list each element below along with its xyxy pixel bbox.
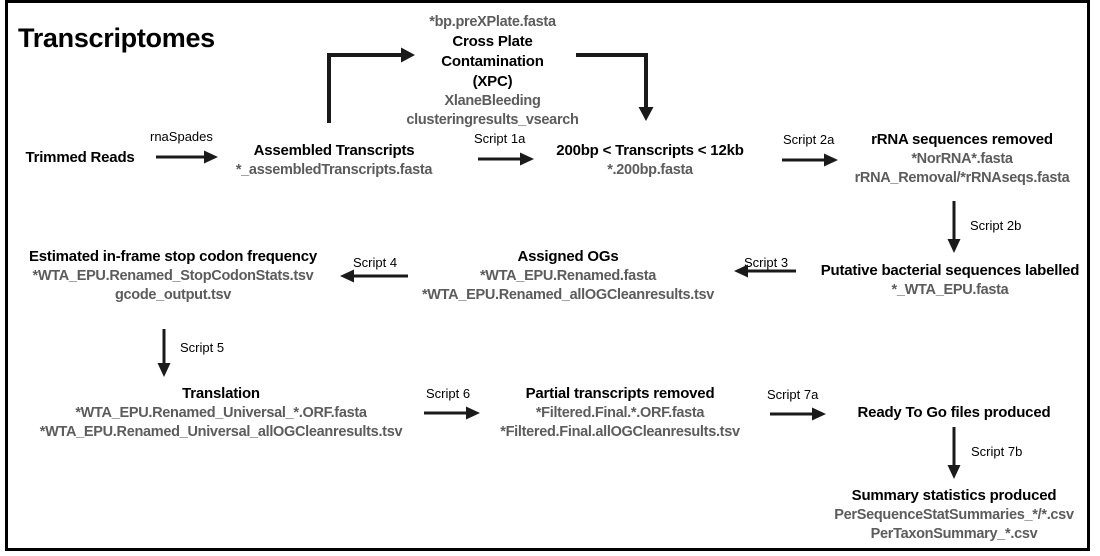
node-title-stop-codon-frequency: Estimated in-frame stop codon frequency xyxy=(28,248,318,265)
node-file-assembled-transcripts-0: *_assembledTranscripts.fasta xyxy=(235,161,433,178)
node-title-xpc-line-1: Contamination xyxy=(441,52,544,70)
node-file-assigned-ogs-0: *WTA_EPU.Renamed.fasta xyxy=(479,267,657,284)
edge-label-script-7a: Script 7a xyxy=(767,387,819,402)
node-file-transcript-size-filter-0: *.200bp.fasta xyxy=(607,161,693,178)
edge-label-script-4: Script 4 xyxy=(353,255,398,270)
arrow-script-7a xyxy=(770,406,828,422)
node-file-bacterial-labelled-0: *_WTA_EPU.fasta xyxy=(891,281,1009,298)
edge-label-script-6: Script 6 xyxy=(426,386,471,401)
arrow-script-7b xyxy=(946,427,962,481)
connector-xpc-to-size-filter xyxy=(574,47,664,125)
node-bacterial-labelled: Putative bacterial sequences labelled *_… xyxy=(810,261,1090,300)
node-summary-statistics: Summary statistics produced PerSequenceS… xyxy=(808,486,1100,544)
node-file-stop-codon-frequency-1: gcode_output.tsv xyxy=(114,286,232,303)
node-file-xpc-1: clusteringresults_vsearch xyxy=(406,111,579,128)
edge-label-rnaspades: rnaSpades xyxy=(150,129,213,144)
node-transcript-size-filter: 200bp < Transcripts < 12kb *.200bp.fasta xyxy=(532,141,768,180)
node-file-partial-transcripts-removed-1: *Filtered.Final.allOGCleanresults.tsv xyxy=(500,423,740,440)
connector-assembled-to-xpc xyxy=(323,45,418,125)
node-file-translation-1: *WTA_EPU.Renamed_Universal_allOGCleanres… xyxy=(39,423,403,440)
node-title-ready-to-go: Ready To Go files produced xyxy=(857,404,1051,421)
arrow-script-4 xyxy=(340,268,408,284)
node-title-assigned-ogs: Assigned OGs xyxy=(517,248,619,265)
node-rrna-removed: rRNA sequences removed *NorRNA*.fasta rR… xyxy=(838,130,1086,188)
node-trimmed-reads: Trimmed Reads xyxy=(12,148,148,168)
edge-label-script-5: Script 5 xyxy=(180,340,225,355)
node-file-xpc-above-0: *bp.preXPlate.fasta xyxy=(429,14,556,30)
edge-label-script-3: Script 3 xyxy=(744,255,789,270)
page-title: Transcriptomes xyxy=(18,23,215,53)
node-file-xpc-0: XlaneBleeding xyxy=(444,92,541,109)
node-partial-transcripts-removed: Partial transcripts removed *Filtered.Fi… xyxy=(474,384,766,442)
edge-label-script-2a: Script 2a xyxy=(783,132,835,147)
node-file-translation-0: *WTA_EPU.Renamed_Universal_*.ORF.fasta xyxy=(75,404,367,421)
node-file-summary-statistics-0: PerSequenceStatSummaries_*/*.csv xyxy=(834,506,1074,523)
node-file-assigned-ogs-1: *WTA_EPU.Renamed_allOGCleanresults.tsv xyxy=(421,286,715,303)
node-title-xpc-line-2: (XPC) xyxy=(472,72,513,90)
node-file-stop-codon-frequency-0: *WTA_EPU.Renamed_StopCodonStats.tsv xyxy=(32,267,314,284)
node-title-partial-transcripts-removed: Partial transcripts removed xyxy=(525,385,715,402)
node-title-trimmed-reads: Trimmed Reads xyxy=(25,149,135,166)
node-title-assembled-transcripts: Assembled Transcripts xyxy=(253,142,415,159)
edge-label-script-2b: Script 2b xyxy=(970,218,1022,233)
node-file-rrna-removed-1: rRNA_Removal/*rRNAseqs.fasta xyxy=(854,169,1070,186)
arrow-script-3 xyxy=(734,263,796,279)
node-title-translation: Translation xyxy=(182,385,260,402)
node-title-rrna-removed: rRNA sequences removed xyxy=(871,131,1053,148)
node-file-summary-statistics-1: PerTaxonSummary_*.csv xyxy=(870,525,1038,542)
node-stop-codon-frequency: Estimated in-frame stop codon frequency … xyxy=(12,247,334,305)
node-title-transcript-size-filter: 200bp < Transcripts < 12kb xyxy=(556,142,744,159)
node-assigned-ogs: Assigned OGs *WTA_EPU.Renamed.fasta *WTA… xyxy=(408,247,728,305)
node-translation: Translation *WTA_EPU.Renamed_Universal_*… xyxy=(12,384,430,442)
arrow-script-5 xyxy=(156,329,172,379)
arrow-script-1a xyxy=(478,151,536,167)
edge-label-script-1a: Script 1a xyxy=(474,131,526,146)
arrow-script-2b xyxy=(946,201,962,255)
node-assembled-transcripts: Assembled Transcripts *_assembledTranscr… xyxy=(198,141,470,180)
arrow-script-6 xyxy=(424,405,482,421)
node-title-xpc-line-0: Cross Plate xyxy=(452,33,533,51)
node-file-partial-transcripts-removed-0: *Filtered.Final.*.ORF.fasta xyxy=(535,404,705,421)
node-cross-plate-contamination: *bp.preXPlate.fasta Cross Plate Contamin… xyxy=(390,13,595,130)
node-title-bacterial-labelled: Putative bacterial sequences labelled xyxy=(820,262,1080,279)
arrow-script-2a xyxy=(782,152,840,168)
edge-label-script-7b: Script 7b xyxy=(971,444,1023,459)
node-file-rrna-removed-0: *NorRNA*.fasta xyxy=(911,150,1013,167)
node-ready-to-go: Ready To Go files produced xyxy=(836,403,1072,423)
diagram-frame: Transcriptomes rnaSpades Script 1a xyxy=(5,0,1090,551)
node-title-summary-statistics: Summary statistics produced xyxy=(851,487,1057,504)
arrow-rnaspades xyxy=(156,149,220,165)
